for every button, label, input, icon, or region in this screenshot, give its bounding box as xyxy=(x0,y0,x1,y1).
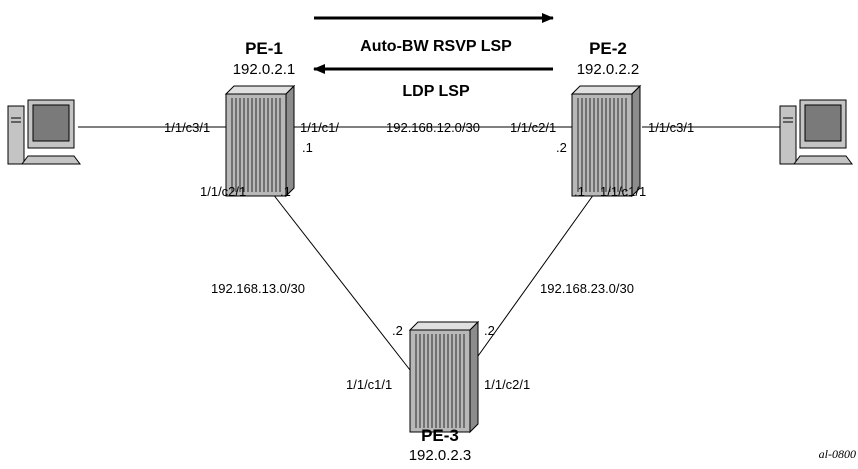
router-chassis-icon xyxy=(225,85,295,197)
pe1-name: PE-1 xyxy=(245,39,283,58)
pe1-pe2-port-label: 1/1/c1/ xyxy=(300,120,339,135)
pe1-pe3-host-label: .1 xyxy=(280,184,291,199)
pe3-pe2-port-label: 1/1/c2/1 xyxy=(484,377,530,392)
link-pe1-pe3 xyxy=(261,179,411,371)
pe1-pe2-subnet-label: 192.168.12.0/30 xyxy=(386,120,480,135)
pe3-address: 192.0.2.3 xyxy=(409,447,472,464)
pe2-name: PE-2 xyxy=(589,39,627,58)
pe1-host-port-label: 1/1/c3/1 xyxy=(164,120,210,135)
pe2-host-port-label: 1/1/c3/1 xyxy=(648,120,694,135)
pe1-address: 192.0.2.1 xyxy=(233,61,296,78)
router-chassis-icon xyxy=(571,85,641,197)
desktop-computer-icon xyxy=(7,99,81,165)
pe1-pe3-subnet-label: 192.168.13.0/30 xyxy=(211,281,305,296)
pe2-pe3-subnet-label: 192.168.23.0/30 xyxy=(540,281,634,296)
rsvp-lsp-label: Auto-BW RSVP LSP xyxy=(360,38,512,55)
pe3-pe2-host-label: .2 xyxy=(484,323,495,338)
desktop-computer-icon xyxy=(779,99,853,165)
pe2-pe3-host-label: .1 xyxy=(574,184,585,199)
pe2-pe3-port-label: 1/1/c1/1 xyxy=(600,184,646,199)
pe3-name: PE-3 xyxy=(421,426,459,445)
pe2-address: 192.0.2.2 xyxy=(577,61,640,78)
figure-reference: al-0800 xyxy=(819,447,856,461)
pe2-pe1-port-label: 1/1/c2/1 xyxy=(510,120,556,135)
pe1-pe2-host-label: .1 xyxy=(302,140,313,155)
ldp-lsp-label: LDP LSP xyxy=(402,83,470,100)
pe3-pe1-port-label: 1/1/c1/1 xyxy=(346,377,392,392)
link-pe2-pe3 xyxy=(467,179,605,371)
pe2-pe1-host-label: .2 xyxy=(556,140,567,155)
pe1-pe3-port-label: 1/1/c2/1 xyxy=(200,184,246,199)
pe3-pe1-host-label: .2 xyxy=(392,323,403,338)
router-chassis-icon xyxy=(409,321,479,433)
